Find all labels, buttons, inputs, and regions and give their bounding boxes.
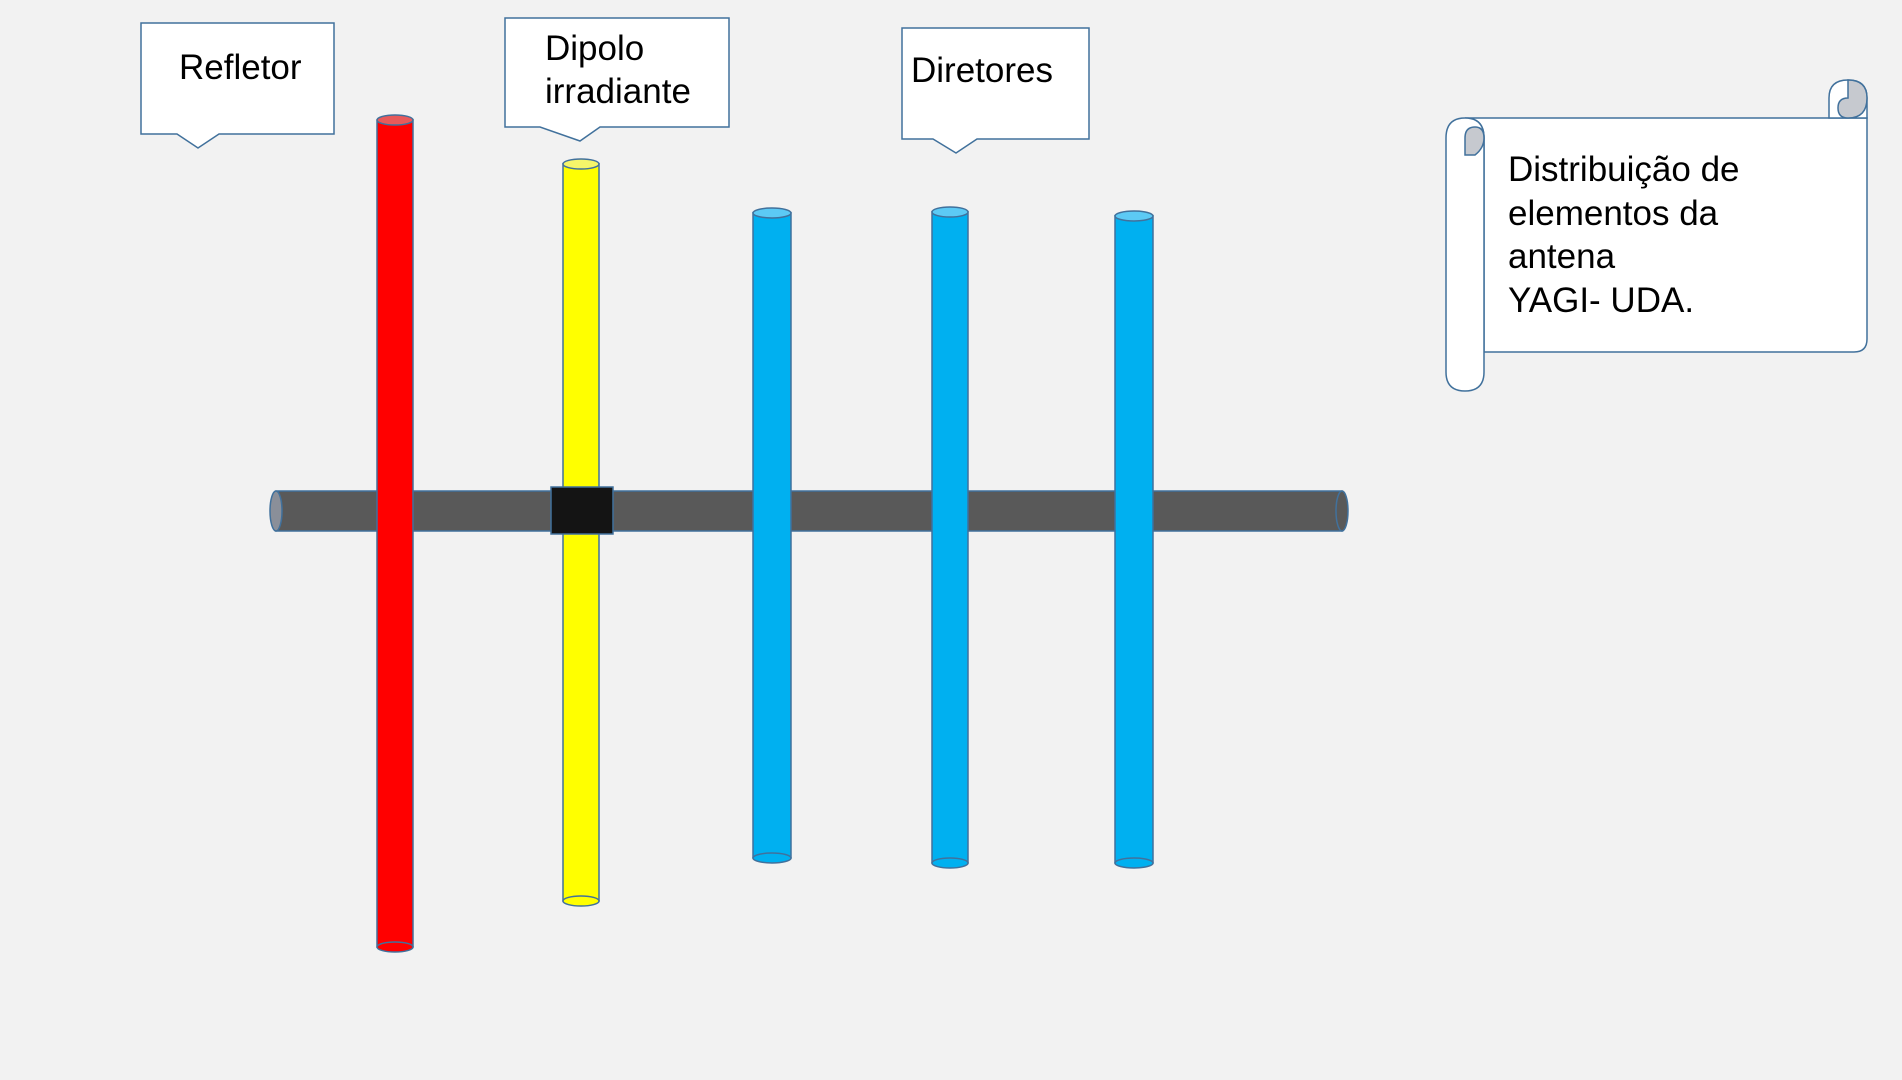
director-element-1 (752, 207, 792, 864)
callout-dipolo-label: Dipolo irradiante (545, 29, 691, 111)
reflector-element (376, 114, 414, 953)
callout-dipolo-box (504, 17, 730, 142)
scroll-caption-line-2: elementos da (1508, 193, 1719, 233)
callout-refletor-label: Refletor (179, 48, 302, 87)
scroll-caption-line-1: Distribuição de (1508, 150, 1740, 189)
director-element-3 (1114, 210, 1154, 869)
feed-block (550, 486, 614, 535)
director-element-2 (931, 206, 969, 869)
callout-diretores-box (901, 27, 1090, 154)
scroll-banner (1445, 79, 1868, 392)
scroll-caption: Distribuição de elementos da antena YAGI… (1508, 148, 1740, 322)
scroll-caption-line-4: YAGI- UDA. (1508, 280, 1695, 320)
callout-diretores-label: Diretores (911, 51, 1053, 90)
boom (269, 490, 1349, 532)
scroll-caption-line-3: antena (1508, 237, 1616, 276)
callout-refletor-box (140, 22, 335, 149)
